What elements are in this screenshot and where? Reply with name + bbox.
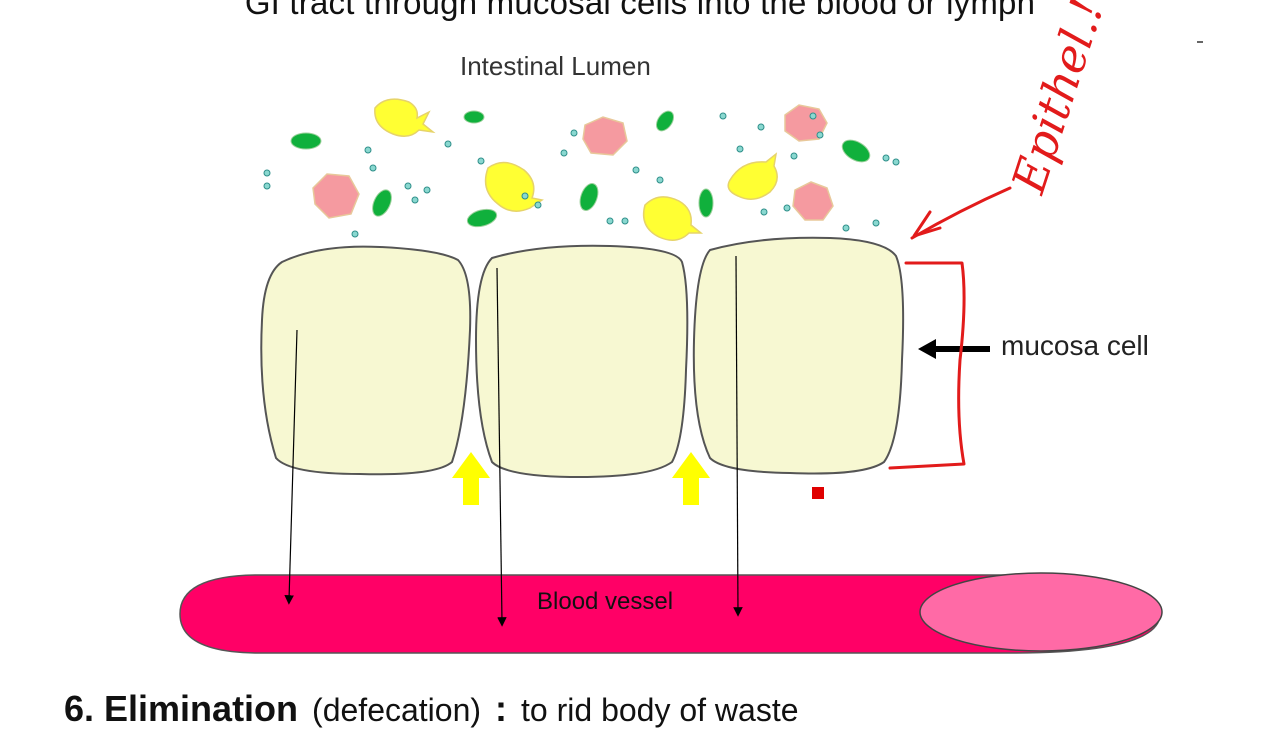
teal-particles [263,112,900,238]
pink-particle [582,116,628,156]
footer-paren: (defecation) [312,692,482,728]
green-particle [290,132,322,150]
red-arrow [910,186,1012,240]
footer-text: 6. Elimination (defecation): to rid body o… [64,688,799,730]
green-particle [698,188,714,218]
green-particle [579,183,599,211]
yellow-particle [374,98,436,137]
lumen-particles [263,98,900,241]
handwritten-annotations [888,186,1012,470]
vessel-opening [919,572,1163,652]
handwritten-note: Epithel.! [1001,0,1115,200]
pink-particle [792,181,834,221]
green-particle [841,139,871,163]
mucosa-cell-label: mucosa cell [1001,330,1149,361]
yellow-particle [727,152,778,200]
footer-colon: : [495,688,508,729]
red-marker [812,487,824,499]
pink-particle [784,104,828,142]
transport-arrow [733,255,743,617]
green-particle [372,189,392,217]
absorption-arrow [672,452,710,505]
pink-particle [312,173,360,219]
absorption-arrow [452,452,490,505]
blood-vessel-label: Blood vessel [537,588,673,615]
footer-term: Elimination [104,688,299,729]
green-particle [655,110,675,132]
transport-arrow [284,329,298,605]
mucosa-cell [692,236,905,475]
red-bracket [888,261,966,470]
mucosa-pointer-arrow [918,339,990,359]
footer-number: 6. [64,688,105,729]
footer-description: to rid body of waste [521,692,799,728]
mucosa-cell [474,244,689,479]
yellow-particle [484,161,544,212]
transport-arrow [496,267,507,627]
mucosa-cell [260,245,472,476]
blood-vessel: Blood vessel [179,572,1163,654]
mucosa-cells [260,236,905,479]
green-particle [463,110,485,124]
yellow-particle [642,196,704,241]
green-particle [466,208,498,228]
slide-heading: GI tract through mucosal cells into the … [244,0,1036,21]
intestinal-lumen-label: Intestinal Lumen [460,51,651,81]
